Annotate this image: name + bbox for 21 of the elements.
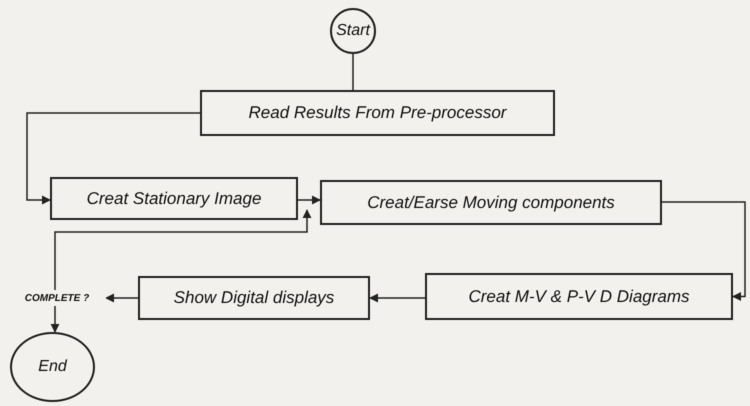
node-label: Creat Stationary Image [86, 188, 262, 208]
node-label: Creat/Earse Moving components [367, 192, 615, 212]
arrow [369, 294, 425, 302]
process-box [50, 177, 298, 220]
node-label: Start [336, 22, 370, 40]
node-label: End [38, 358, 67, 376]
arrow [298, 196, 321, 204]
arrow [54, 209, 312, 290]
process-box [320, 180, 662, 225]
process-box [200, 90, 555, 136]
arrow [105, 294, 138, 302]
arrow [662, 201, 746, 301]
arrow [26, 112, 200, 204]
terminal-circle [330, 8, 376, 54]
arrow [50, 306, 60, 333]
node-label: Creat M-V & P-V D Diagrams [468, 286, 690, 306]
decision-label: COMPLETE ? [24, 292, 90, 304]
node-label: Show Digital displays [174, 288, 334, 308]
process-box [425, 273, 733, 320]
node-label: Read Results From Pre-processor [248, 103, 506, 123]
process-box [138, 276, 370, 320]
